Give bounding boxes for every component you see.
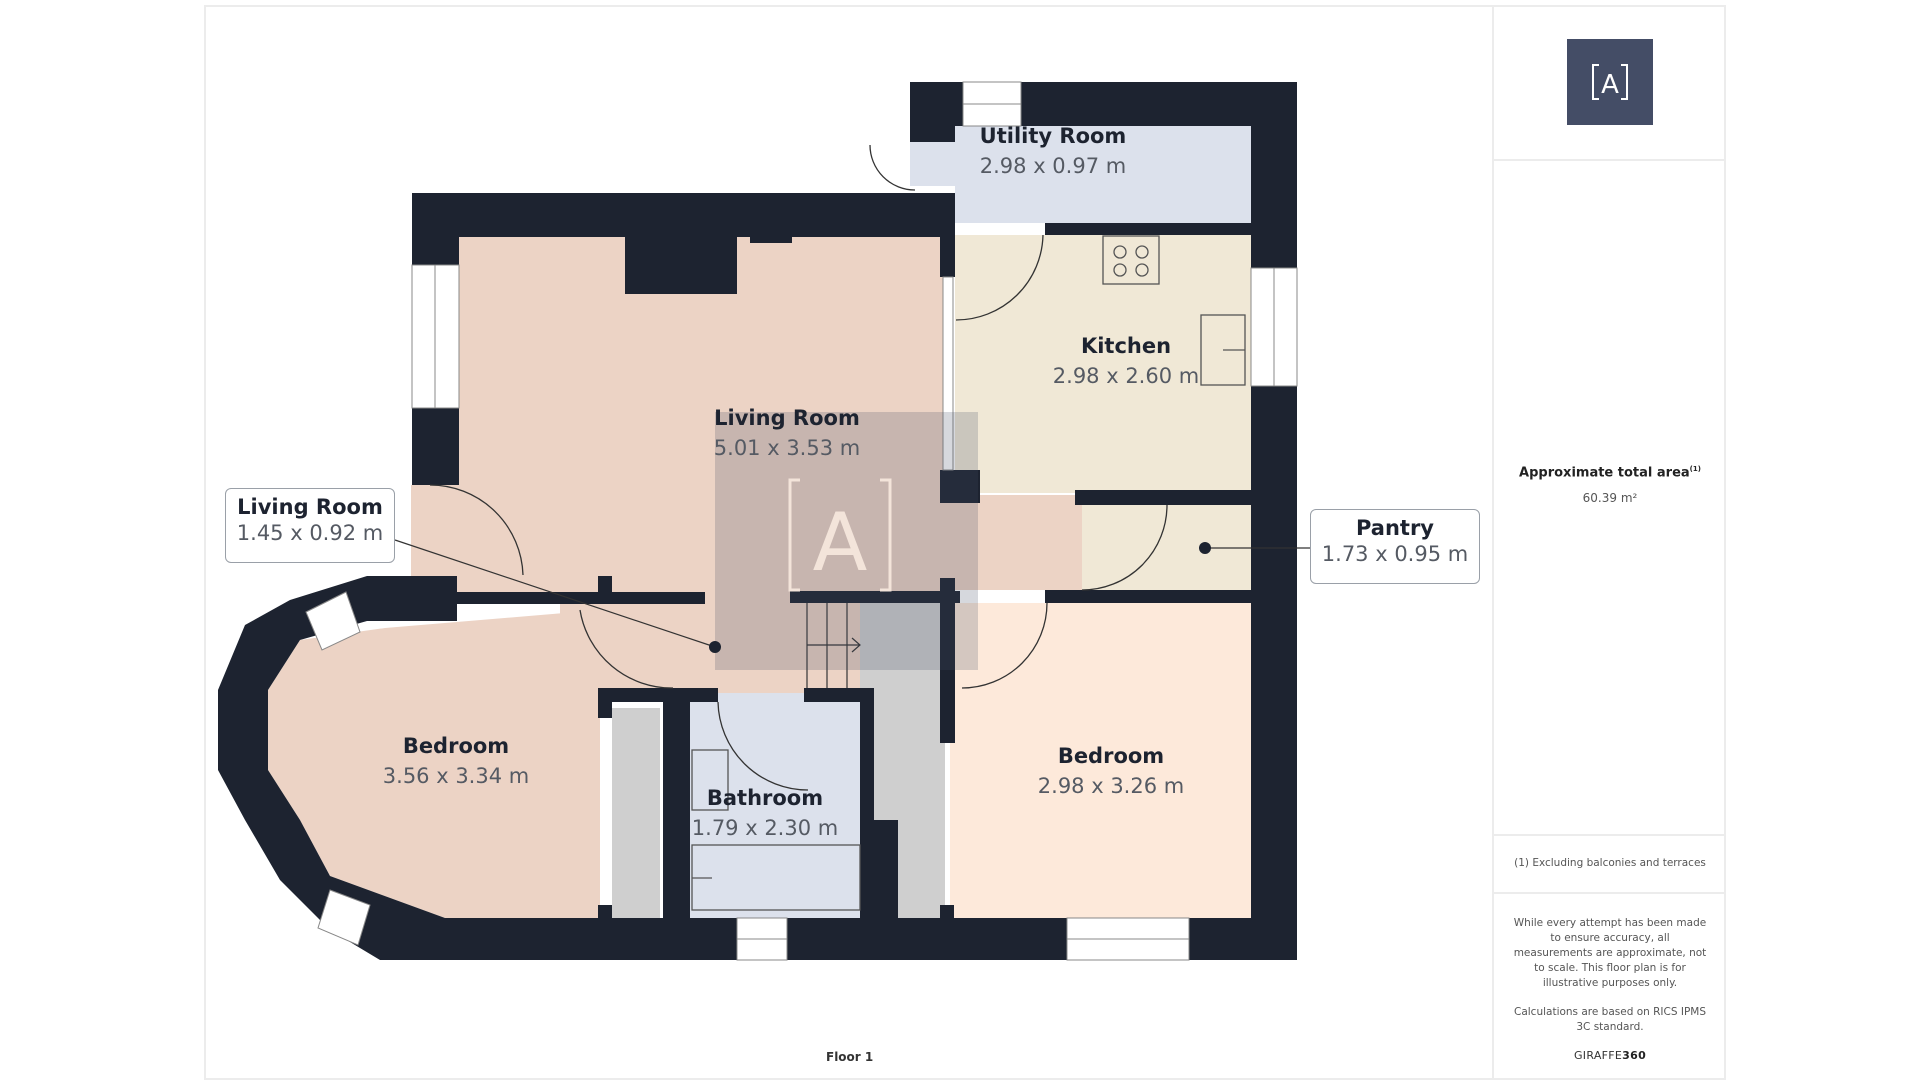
bedroom-left-floor (268, 610, 600, 918)
windows (305, 81, 1298, 961)
info-sidebar: A Approximate total area(1) 60.39 m² (1)… (1492, 5, 1726, 1080)
svg-text:A: A (813, 496, 868, 589)
bathroom-floor (690, 693, 860, 918)
calculation-note: Calculations are based on RICS IPMS 3C s… (1513, 1006, 1707, 1033)
bathroom-fixtures (691, 749, 861, 911)
watermark-logo: A (715, 412, 978, 670)
footnote-section: (1) Excluding balconies and terraces (1494, 834, 1726, 894)
stairs (806, 603, 861, 688)
disclaimer-section: While every attempt has been made to ens… (1494, 910, 1726, 1062)
walls (218, 82, 1297, 960)
utility-room-floor (955, 126, 1251, 223)
logo-section: A (1494, 5, 1726, 161)
brand-name: GIRAFFE360 (1573, 1049, 1647, 1062)
disclaimer-text: While every attempt has been made to ens… (1513, 917, 1707, 989)
footnote-text: (1) Excluding balconies and terraces (1514, 857, 1706, 869)
area-value: 60.39 m² (1582, 491, 1638, 505)
door-swings (429, 144, 1168, 791)
bedroom-right-floor (950, 603, 1251, 918)
svg-text:A: A (1601, 70, 1619, 100)
stove (1102, 235, 1246, 386)
area-title: Approximate total area(1) (1519, 465, 1701, 481)
brand-logo-icon: A (1567, 39, 1653, 125)
living-room-floor (459, 237, 952, 593)
